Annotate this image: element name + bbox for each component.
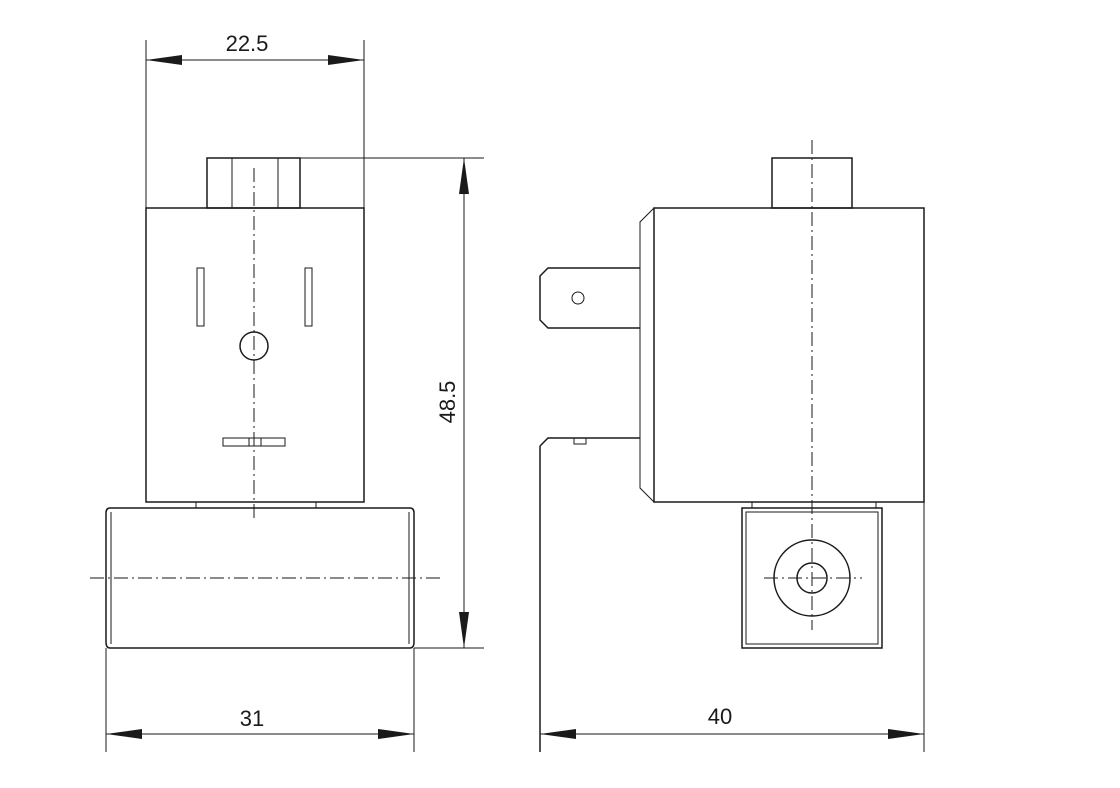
side-ground-terminal (539, 437, 640, 447)
side-neck (751, 502, 877, 509)
dim-body-width-label: 31 (240, 706, 264, 731)
dim-height-label: 48.5 (435, 381, 460, 424)
dim-body-arrow-right (378, 729, 414, 739)
side-ground-tab (573, 437, 587, 445)
front-valve-body (105, 507, 415, 649)
dim-side-arrow-right (888, 729, 924, 739)
front-pin-right (304, 267, 313, 327)
dim-height-arrow-bottom (459, 612, 469, 648)
dim-body-arrow-left (106, 729, 142, 739)
dim-top-width-label: 22.5 (226, 31, 269, 56)
front-coil-body (145, 207, 365, 503)
side-view (539, 140, 925, 752)
dim-top-arrow-right (328, 55, 364, 65)
front-view (90, 157, 440, 649)
side-spade-terminal (539, 267, 640, 329)
side-spade-hole (571, 291, 585, 305)
front-dimensions: 22.5 48.5 31 (105, 31, 484, 752)
front-neck (195, 502, 317, 509)
dim-side-width-label: 40 (708, 704, 732, 729)
front-ground-pin-center (248, 437, 262, 447)
dim-height-arrow-top (459, 158, 469, 194)
side-coil-body (653, 207, 925, 503)
side-coil-back-edge (639, 207, 655, 503)
side-dimensions: 40 (540, 704, 924, 739)
dim-top-arrow-left (146, 55, 182, 65)
front-pin-left (196, 267, 205, 327)
dim-side-arrow-left (540, 729, 576, 739)
